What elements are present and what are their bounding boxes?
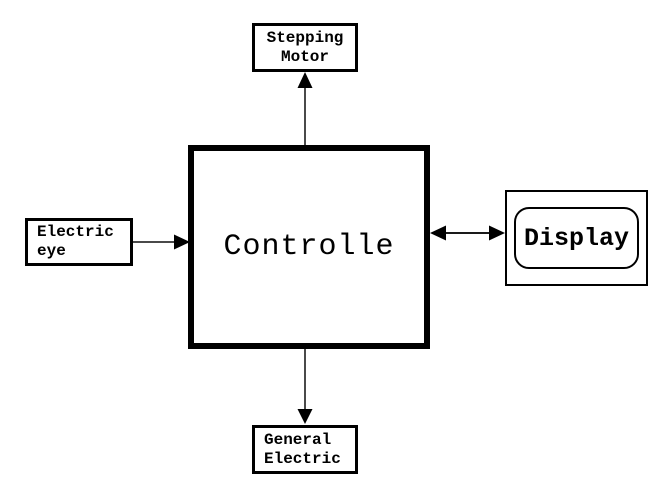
node-controller: Controlle bbox=[188, 145, 430, 349]
arrow-controller-to-stepping-motor bbox=[297, 72, 313, 145]
electric-eye-label-line1: Electric bbox=[37, 223, 114, 241]
node-display: Display bbox=[505, 190, 648, 286]
arrow-controller-to-general-electric bbox=[297, 349, 313, 424]
arrowhead-right-icon bbox=[489, 225, 505, 241]
node-stepping-motor: Stepping Motor bbox=[252, 23, 358, 72]
stepping-motor-label-line1: Stepping bbox=[266, 28, 344, 47]
display-screen-shape: Display bbox=[514, 207, 639, 269]
general-electric-label-line1: General bbox=[264, 430, 332, 449]
stepping-motor-label-line2: Motor bbox=[280, 47, 329, 66]
arrowhead-left-icon bbox=[430, 225, 446, 241]
arrow-electric-eye-to-controller bbox=[133, 234, 190, 250]
electric-eye-label-line2: eye bbox=[37, 242, 66, 260]
arrowhead-down-icon bbox=[297, 409, 313, 424]
arrowhead-up-icon bbox=[297, 72, 313, 88]
general-electric-label-line2: Electric bbox=[264, 449, 341, 468]
node-electric-eye: Electric eye bbox=[25, 218, 133, 266]
controller-label: Controlle bbox=[223, 230, 395, 264]
arrow-controller-display-bidirectional bbox=[430, 225, 505, 241]
display-label: Display bbox=[523, 223, 630, 253]
node-general-electric: General Electric bbox=[252, 425, 358, 474]
